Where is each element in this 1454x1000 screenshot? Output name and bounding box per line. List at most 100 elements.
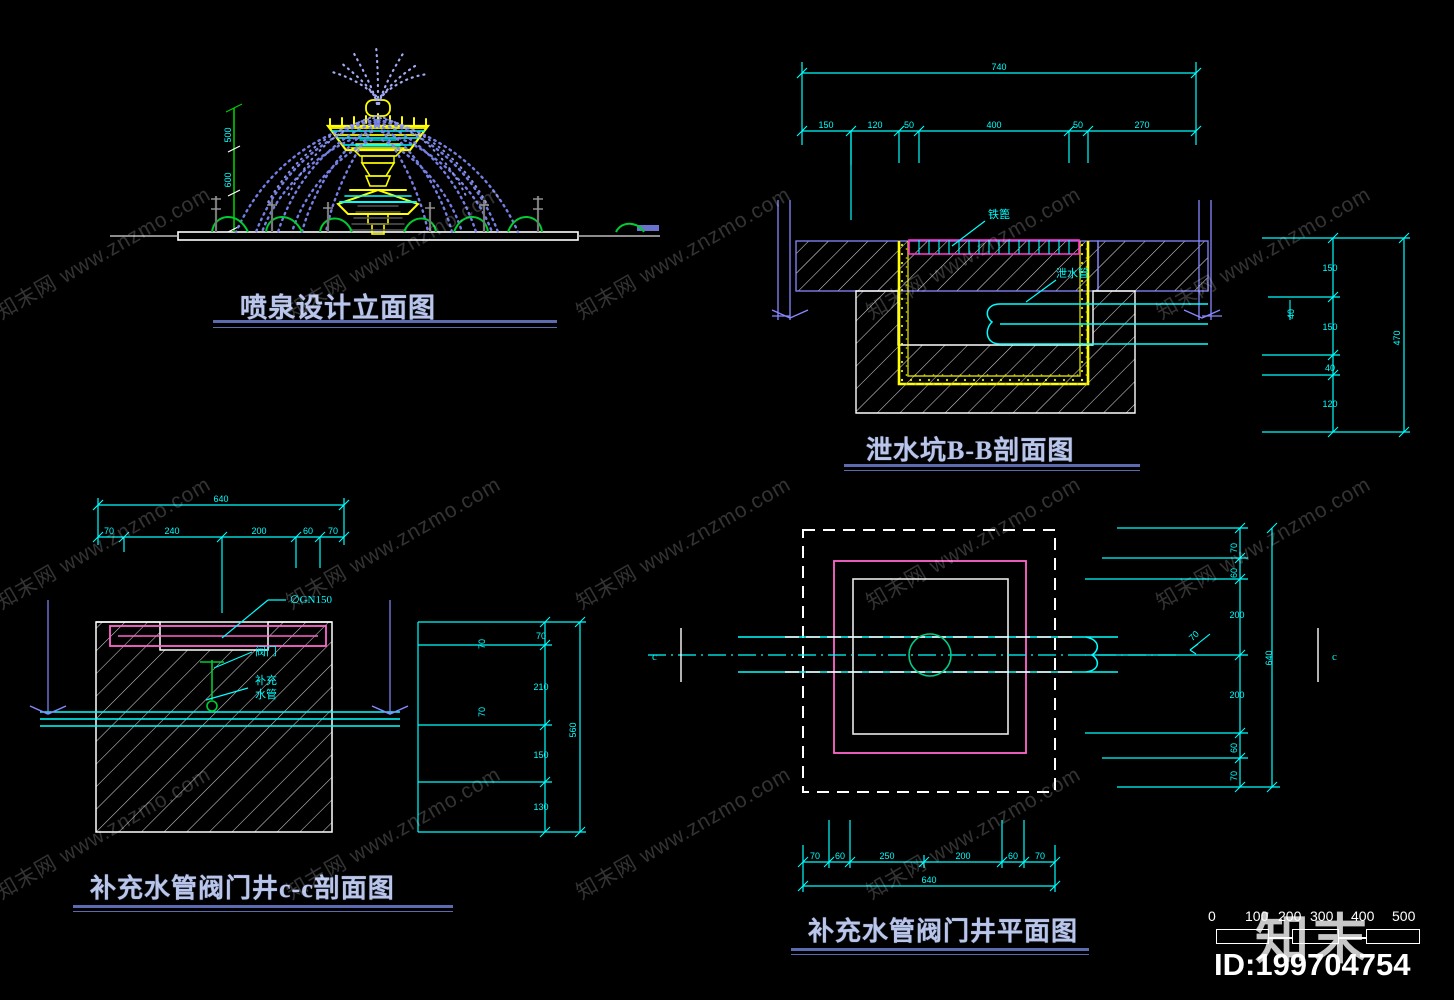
plan-inner-square (852, 578, 1009, 735)
title-rule-plan-2 (791, 954, 1089, 955)
bb-dim-seg-5: 50 (1073, 120, 1083, 130)
bb-annotation-leaders (951, 220, 1057, 303)
bb-dim-seg-6: 270 (1134, 120, 1149, 130)
bb-pool-slab (771, 200, 1222, 320)
plan-hdim-2: 60 (835, 851, 845, 861)
plan-vdim-5: 60 (1229, 743, 1239, 753)
bb-vdim-small: 40 (1286, 309, 1296, 319)
bb-waterproof-membrane (897, 241, 1090, 386)
plan-hdim-total: 640 (921, 875, 936, 885)
plan-bottom-dimension-chain (797, 820, 1061, 892)
plan-vertical-axes (785, 636, 1075, 673)
bb-top-dimension-chain (796, 62, 1202, 220)
bb-iron-grate (908, 239, 1080, 255)
plan-cover-square (833, 560, 1027, 754)
title-rule-cc-2 (73, 911, 453, 912)
plan-hdim-6: 70 (1035, 851, 1045, 861)
drawing-valve-well-section-cc: 640 70 240 200 60 70 (29, 494, 586, 838)
cc-dim-seg-1: 70 (104, 526, 114, 536)
title-fountain-elevation: 喷泉设计立面图 (240, 293, 436, 323)
bb-dim-seg-3: 50 (904, 120, 914, 130)
plan-section-label-left: c (652, 651, 657, 663)
bb-right-dimension-chain (1262, 232, 1410, 438)
drawing-fountain-elevation: 500 600 (110, 44, 660, 241)
scale-segment-3 (1366, 929, 1420, 944)
cc-cover-slab (109, 625, 327, 647)
cc-vdim-2: 210 (533, 682, 548, 692)
cc-top-dimension-labels: 640 70 240 200 60 70 (104, 494, 338, 536)
title-rule-cc-1 (73, 905, 453, 908)
plan-right-dimension-chain (1085, 522, 1280, 793)
plan-hdim-4: 200 (955, 851, 970, 861)
title-rule-bb-1 (844, 464, 1140, 467)
bb-vdim-2: 150 (1322, 322, 1337, 332)
bb-dim-seg-1: 150 (818, 120, 833, 130)
scale-tick-400: 400 (1351, 908, 1375, 924)
bb-note-grate: 铁篦 (988, 207, 1010, 221)
plan-hdim-1: 70 (810, 851, 820, 861)
bb-vdim-4: 120 (1322, 399, 1337, 409)
scale-tick-0: 0 (1208, 908, 1216, 924)
plan-vdim-6: 70 (1229, 771, 1239, 781)
bb-dim-seg-2: 120 (867, 120, 882, 130)
title-rule-bb-2 (844, 470, 1140, 471)
plan-bottom-dimension-labels: 70 60 250 200 60 70 640 (810, 851, 1045, 885)
title-rule-fountain-1 (213, 320, 557, 323)
fountain-ground-line (110, 225, 660, 241)
cc-dim-seg-4: 200 (251, 526, 266, 536)
cc-vdim-total: 560 (568, 722, 578, 737)
cc-vdim-3: 150 (533, 750, 548, 760)
scale-segment-2 (1292, 929, 1339, 944)
plan-vdim-4: 200 (1229, 690, 1244, 700)
bb-vdim-1: 150 (1322, 263, 1337, 273)
cc-vdim-extra-1: 70 (477, 639, 487, 649)
document-id: ID:199704754 (1214, 947, 1411, 982)
cc-note-valve: 阀门 (255, 644, 277, 658)
fountain-dim-600: 600 (223, 172, 233, 187)
bb-dim-total: 740 (991, 62, 1006, 72)
plan-vdim-total: 640 (1264, 650, 1274, 665)
scale-tick-300: 300 (1310, 908, 1334, 924)
scale-segment-1 (1216, 929, 1269, 944)
cc-valve-symbol (200, 660, 224, 712)
cc-dim-seg-5: 60 (303, 526, 313, 536)
scale-tick-100: 100 (1245, 908, 1269, 924)
bb-top-dimension-labels: 740 150 120 50 400 50 270 (818, 62, 1149, 130)
cc-right-dimension-labels: 70 210 150 130 560 70 70 (477, 631, 578, 812)
drawing-drain-pit-section-bb: 740 150 120 50 400 50 270 (771, 62, 1410, 438)
cc-note-supply-2: 水管 (255, 687, 277, 701)
fountain-top-plume (330, 44, 430, 106)
title-rule-fountain-2 (213, 327, 557, 328)
plan-vdim-2: 60 (1229, 568, 1239, 578)
cc-vdim-extra-2: 70 (477, 707, 487, 717)
bb-note-drainpipe: 泄水管 (1056, 266, 1089, 280)
fountain-ground-jets (211, 196, 645, 233)
plan-section-label-right: c (1332, 651, 1337, 663)
cc-vdim-4: 130 (533, 802, 548, 812)
cc-dim-seg-6: 70 (328, 526, 338, 536)
cc-dim-total: 640 (213, 494, 228, 504)
title-rule-plan-1 (791, 948, 1089, 951)
plan-right-dimension-labels: 70 60 200 200 60 70 640 70 (1187, 543, 1274, 781)
plan-vdim-3: 200 (1229, 610, 1244, 620)
plan-vdim-1: 70 (1229, 543, 1239, 553)
plan-hdim-3: 250 (879, 851, 894, 861)
drawing-valve-well-plan: c c (648, 522, 1337, 892)
fountain-spray-mist (265, 115, 489, 207)
cc-right-dimension-chain (417, 616, 586, 838)
title-valve-well-plan: 补充水管阀门井平面图 (808, 917, 1079, 946)
title-valve-well-section: 补充水管阀门井c-c剖面图 (90, 874, 395, 903)
bb-right-dimension-labels: 150 150 40 120 470 40 (1286, 263, 1402, 409)
fountain-height-dimension: 500 600 (223, 103, 243, 233)
bb-dim-seg-4: 400 (986, 120, 1001, 130)
plan-hdim-5: 60 (1008, 851, 1018, 861)
cc-note-pipe-spec: ∅GN150 (290, 594, 332, 606)
cc-dim-seg-3: 240 (164, 526, 179, 536)
brand-watermark: 知末 (1255, 910, 1371, 970)
cc-well-walls (95, 621, 333, 833)
bb-vdim-3: 40 (1325, 363, 1335, 373)
cc-top-dimension-chain (92, 498, 350, 613)
bb-drain-pipe (986, 303, 1208, 345)
